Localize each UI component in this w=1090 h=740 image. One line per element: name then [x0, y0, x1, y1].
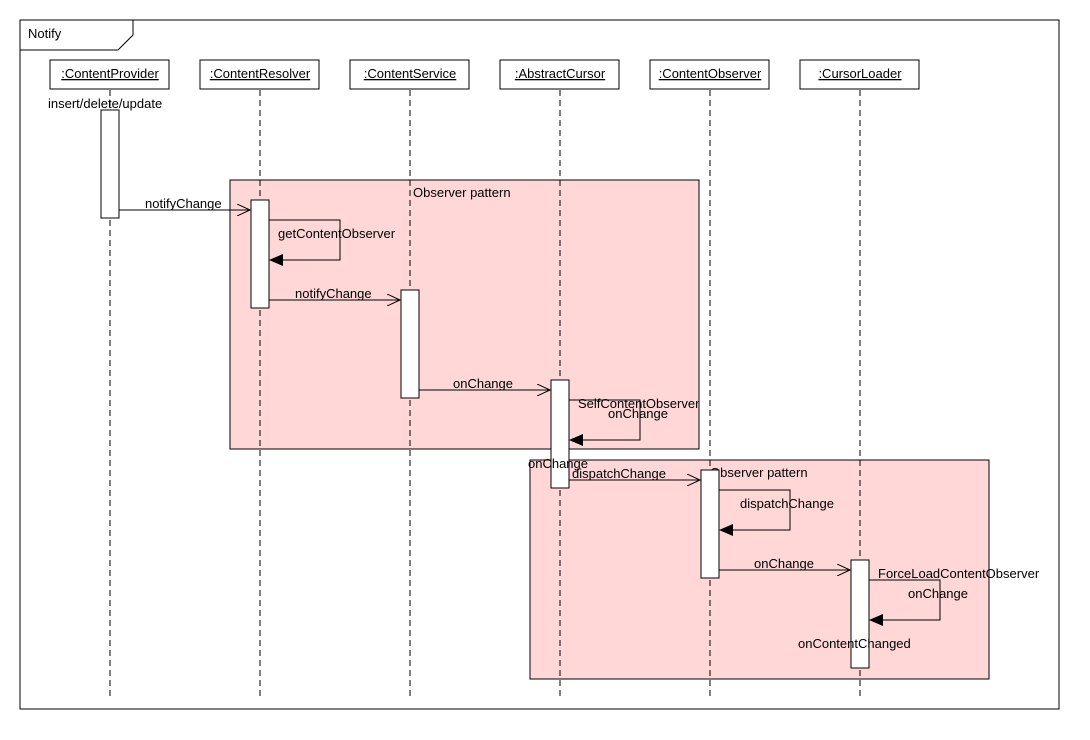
note-insert-delete-update: insert/delete/update	[48, 96, 162, 111]
message-notify-change-2[interactable]: notifyChange	[269, 286, 400, 301]
message-get-content-observer[interactable]: getContentObserver	[269, 219, 396, 266]
note-on-change: onChange	[528, 456, 588, 471]
message-label: onChange	[908, 586, 968, 601]
lifeline-abstract-cursor[interactable]: :AbstractCursor	[499, 59, 620, 90]
activation-abstract-cursor	[550, 379, 570, 489]
note-self-content-observer: SelfContentObserver	[578, 396, 700, 411]
message-label: getContentObserver	[278, 226, 396, 241]
activation-content-observer	[700, 469, 720, 579]
lifeline-label: :ContentResolver	[210, 66, 311, 81]
message-label: onChange	[608, 406, 668, 421]
lifeline-content-resolver[interactable]: :ContentResolver	[199, 59, 320, 90]
activation-cursor-loader	[850, 559, 870, 669]
activation-content-resolver	[250, 199, 270, 309]
message-on-change-self-cl[interactable]: onChange	[869, 579, 968, 626]
message-label: dispatchChange	[740, 496, 834, 511]
message-on-change-1[interactable]: onChange	[419, 376, 550, 391]
fragment-observer-pattern-1: Observer pattern	[229, 179, 700, 450]
lifeline-label: :ContentProvider	[61, 66, 159, 81]
message-label: notifyChange	[145, 196, 222, 211]
lifeline-label: :ContentObserver	[659, 66, 762, 81]
lifeline-cursor-loader[interactable]: :CursorLoader	[799, 59, 920, 90]
activation-content-provider	[100, 109, 120, 219]
lifeline-label: :ContentService	[364, 66, 457, 81]
message-label: dispatchChange	[572, 466, 666, 481]
message-dispatch-change-1[interactable]: dispatchChange	[569, 466, 700, 481]
fragment-label: Observer pattern	[413, 185, 511, 200]
message-label: onChange	[754, 556, 814, 571]
lifeline-label: :AbstractCursor	[515, 66, 606, 81]
message-on-change-2[interactable]: onChange	[719, 556, 850, 571]
lifeline-label: :CursorLoader	[818, 66, 902, 81]
note-on-content-changed: onContentChanged	[798, 636, 911, 651]
fragment-label: Observer pattern	[710, 465, 808, 480]
frame-title: Notify	[28, 26, 62, 41]
message-label: onChange	[453, 376, 513, 391]
message-dispatch-change-self[interactable]: dispatchChange	[719, 489, 834, 536]
message-on-change-self-ac[interactable]: onChange	[569, 399, 668, 446]
lifeline-content-provider[interactable]: :ContentProvider	[49, 59, 170, 90]
note-force-load-content-observer: ForceLoadContentObserver	[878, 566, 1040, 581]
message-label: notifyChange	[295, 286, 372, 301]
lifeline-content-observer[interactable]: :ContentObserver	[649, 59, 770, 90]
activation-content-service	[400, 289, 420, 399]
lifeline-content-service[interactable]: :ContentService	[349, 59, 470, 90]
message-notify-change-1[interactable]: notifyChange	[119, 196, 250, 211]
